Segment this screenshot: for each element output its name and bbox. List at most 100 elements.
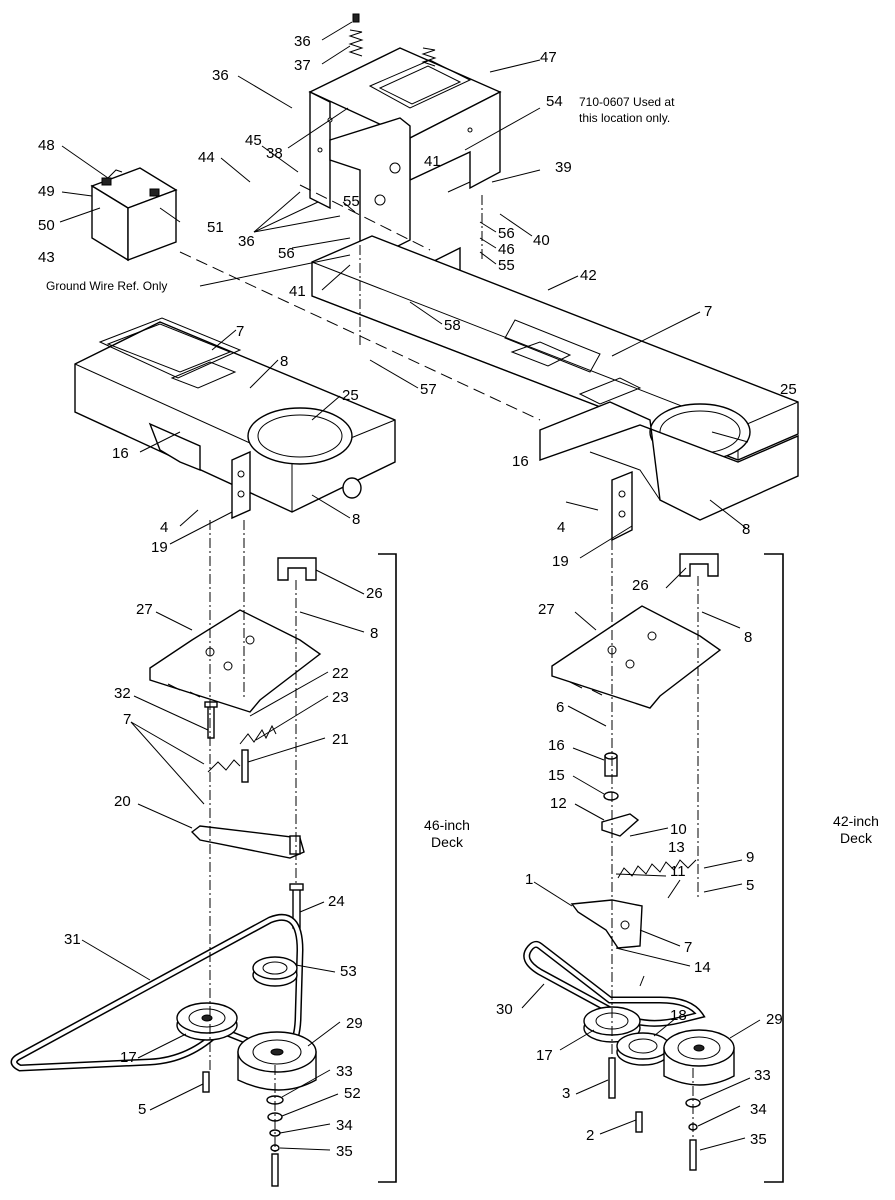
callout-32: 32	[114, 685, 131, 702]
idler-plate-27-left	[149, 609, 322, 713]
callout-40: 40	[533, 232, 550, 249]
callout-8: 8	[280, 353, 288, 370]
callout-36: 36	[212, 67, 229, 84]
callout-51: 51	[207, 219, 224, 236]
callout-25: 25	[780, 381, 797, 398]
callout-42: 42	[580, 267, 597, 284]
pulley-18	[616, 1032, 670, 1066]
deck-46-label-line1: 46-inch	[424, 817, 470, 833]
callout-11: 11	[670, 863, 686, 880]
bolt-35-left	[271, 1153, 279, 1187]
callout-56: 56	[278, 245, 295, 262]
bolt-5-left	[202, 1071, 210, 1093]
frame-right-side	[539, 401, 799, 542]
callout-8: 8	[744, 629, 752, 646]
frame-left	[74, 317, 396, 520]
callout-8: 8	[742, 521, 750, 538]
callout-19: 19	[552, 553, 569, 570]
callout-43: 43	[38, 249, 55, 266]
callout-7: 7	[236, 323, 244, 340]
lift-bracket-26-left	[277, 557, 317, 581]
callout-18: 18	[670, 1007, 687, 1024]
deck-42-label-line1: 42-inch	[833, 813, 879, 829]
callout-27: 27	[136, 601, 153, 618]
callout-41: 41	[289, 283, 306, 300]
callout-37: 37	[294, 57, 311, 74]
callout-20: 20	[114, 793, 131, 810]
note-ground-wire: Ground Wire Ref. Only	[46, 279, 167, 293]
callout-48: 48	[38, 137, 55, 154]
callout-21: 21	[332, 731, 349, 748]
callout-27: 27	[538, 601, 555, 618]
callout-55: 55	[498, 257, 515, 274]
callout-16: 16	[112, 445, 129, 462]
callout-2: 2	[586, 1127, 594, 1144]
bolt-32	[204, 701, 218, 739]
callout-25: 25	[342, 387, 359, 404]
bolt-21	[241, 749, 249, 783]
callout-33: 33	[336, 1063, 353, 1080]
callout-4: 4	[160, 519, 168, 536]
assembly-lines	[179, 184, 699, 1155]
callout-53: 53	[340, 963, 357, 980]
washers-33-52-34-left	[266, 1095, 284, 1152]
callout-9: 9	[746, 849, 754, 866]
callout-17: 17	[120, 1049, 137, 1066]
clutch-29-right	[663, 1029, 735, 1086]
lift-bracket-26-right	[679, 553, 719, 577]
callout-7: 7	[704, 303, 712, 320]
callout-26: 26	[632, 577, 649, 594]
callout-34: 34	[336, 1117, 353, 1134]
callout-33: 33	[754, 1067, 771, 1084]
callout-15: 15	[548, 767, 565, 784]
idler-plate-27-right	[551, 605, 722, 709]
callout-58: 58	[444, 317, 461, 334]
note-used-at-line2: this location only.	[579, 111, 670, 125]
belt-30	[523, 940, 706, 1027]
callout-36: 36	[238, 233, 255, 250]
deck-46-bracket	[378, 553, 397, 1183]
note-used-at-line1: 710-0607 Used at	[579, 95, 675, 109]
callout-47: 47	[540, 49, 557, 66]
callout-22: 22	[332, 665, 349, 682]
callout-numbers: 36 37 36 47 54 710-0607 Used at this loc…	[38, 33, 879, 1160]
pulley-53	[252, 956, 298, 987]
callout-7: 7	[684, 939, 692, 956]
callout-44: 44	[198, 149, 215, 166]
callout-35: 35	[336, 1143, 353, 1160]
deck-46-label-line2: Deck	[431, 834, 464, 850]
callout-24: 24	[328, 893, 345, 910]
bolt-2	[635, 1111, 643, 1133]
callout-23: 23	[332, 689, 349, 706]
callout-46: 46	[498, 241, 515, 258]
callout-50: 50	[38, 217, 55, 234]
idler-arm-1	[570, 899, 643, 949]
callout-56: 56	[498, 225, 515, 242]
callout-45: 45	[245, 132, 262, 149]
callout-29: 29	[346, 1015, 363, 1032]
callout-55: 55	[343, 193, 360, 210]
callout-54: 54	[546, 93, 563, 110]
callout-4: 4	[557, 519, 565, 536]
spring-37	[348, 13, 437, 67]
callout-38: 38	[266, 145, 283, 162]
callout-57: 57	[420, 381, 437, 398]
bolt-3	[608, 1057, 616, 1099]
callout-35: 35	[750, 1131, 767, 1148]
callout-49: 49	[38, 183, 55, 200]
bolt-35-right	[689, 1139, 697, 1171]
battery	[90, 167, 178, 262]
callout-41: 41	[424, 153, 441, 170]
callout-29: 29	[766, 1011, 783, 1028]
callout-16: 16	[512, 453, 529, 470]
callout-36: 36	[294, 33, 311, 50]
callout-5: 5	[138, 1101, 146, 1118]
callout-3: 3	[562, 1085, 570, 1102]
deck-42-bracket	[764, 553, 784, 1183]
bracket-12	[601, 813, 640, 837]
callout-8: 8	[370, 625, 378, 642]
callout-52: 52	[344, 1085, 361, 1102]
washer-15-right	[603, 791, 619, 801]
callout-13: 13	[668, 839, 685, 856]
